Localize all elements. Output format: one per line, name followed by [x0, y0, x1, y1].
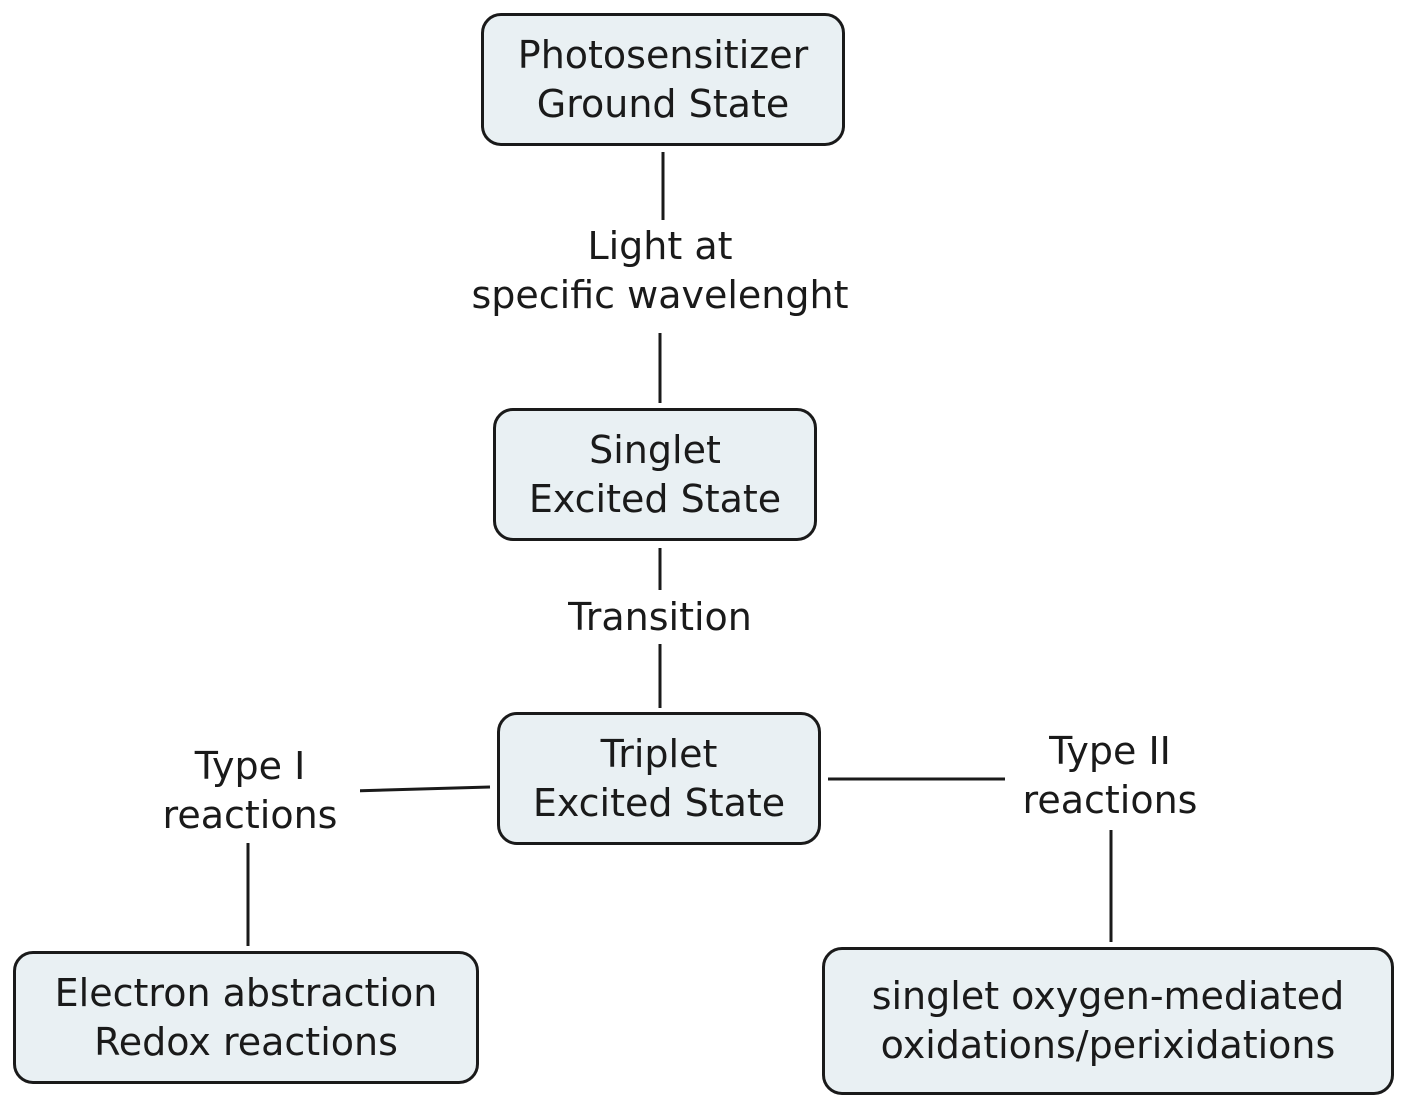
node-label-line: Redox reactions	[94, 1019, 398, 1064]
node-label-line: oxidations/perixidations	[880, 1023, 1336, 1067]
link-label-line: Type I	[194, 744, 306, 788]
node-singlet-oxygen-mediated: singlet oxygen-mediated oxidations/perix…	[822, 947, 1394, 1095]
link-label-type-i-reactions: Type I reactions	[140, 742, 360, 840]
node-triplet-excited-state: Triplet Excited State	[497, 712, 821, 845]
link-label-line: reactions	[1022, 778, 1198, 822]
connector-triplet-to-type1	[351, 785, 491, 793]
link-label-line: Light at	[587, 224, 733, 268]
link-label-transition: Transition	[540, 593, 780, 642]
node-label-line: Singlet	[589, 427, 721, 472]
link-label-line: Transition	[568, 595, 752, 639]
link-label-line: Type II	[1049, 729, 1171, 773]
node-label-line: Excited State	[532, 780, 786, 825]
link-label-type-ii-reactions: Type II reactions	[1005, 727, 1215, 825]
node-singlet-excited-state: Singlet Excited State	[493, 408, 817, 541]
node-label-line: Excited State	[528, 476, 782, 521]
node-electron-abstraction: Electron abstraction Redox reactions	[13, 951, 479, 1084]
node-label-line: Triplet	[600, 731, 718, 776]
link-label-line: reactions	[162, 793, 338, 837]
link-label-light: Light at specific wavelenght	[455, 222, 865, 320]
node-label-line: Photosensitizer	[517, 32, 809, 77]
link-label-line: specific wavelenght	[471, 273, 849, 317]
node-label-line: Electron abstraction	[54, 970, 438, 1015]
node-label-line: singlet oxygen-mediated	[871, 974, 1345, 1018]
node-label-line: Ground State	[536, 81, 790, 126]
node-photosensitizer-ground-state: Photosensitizer Ground State	[481, 13, 845, 146]
